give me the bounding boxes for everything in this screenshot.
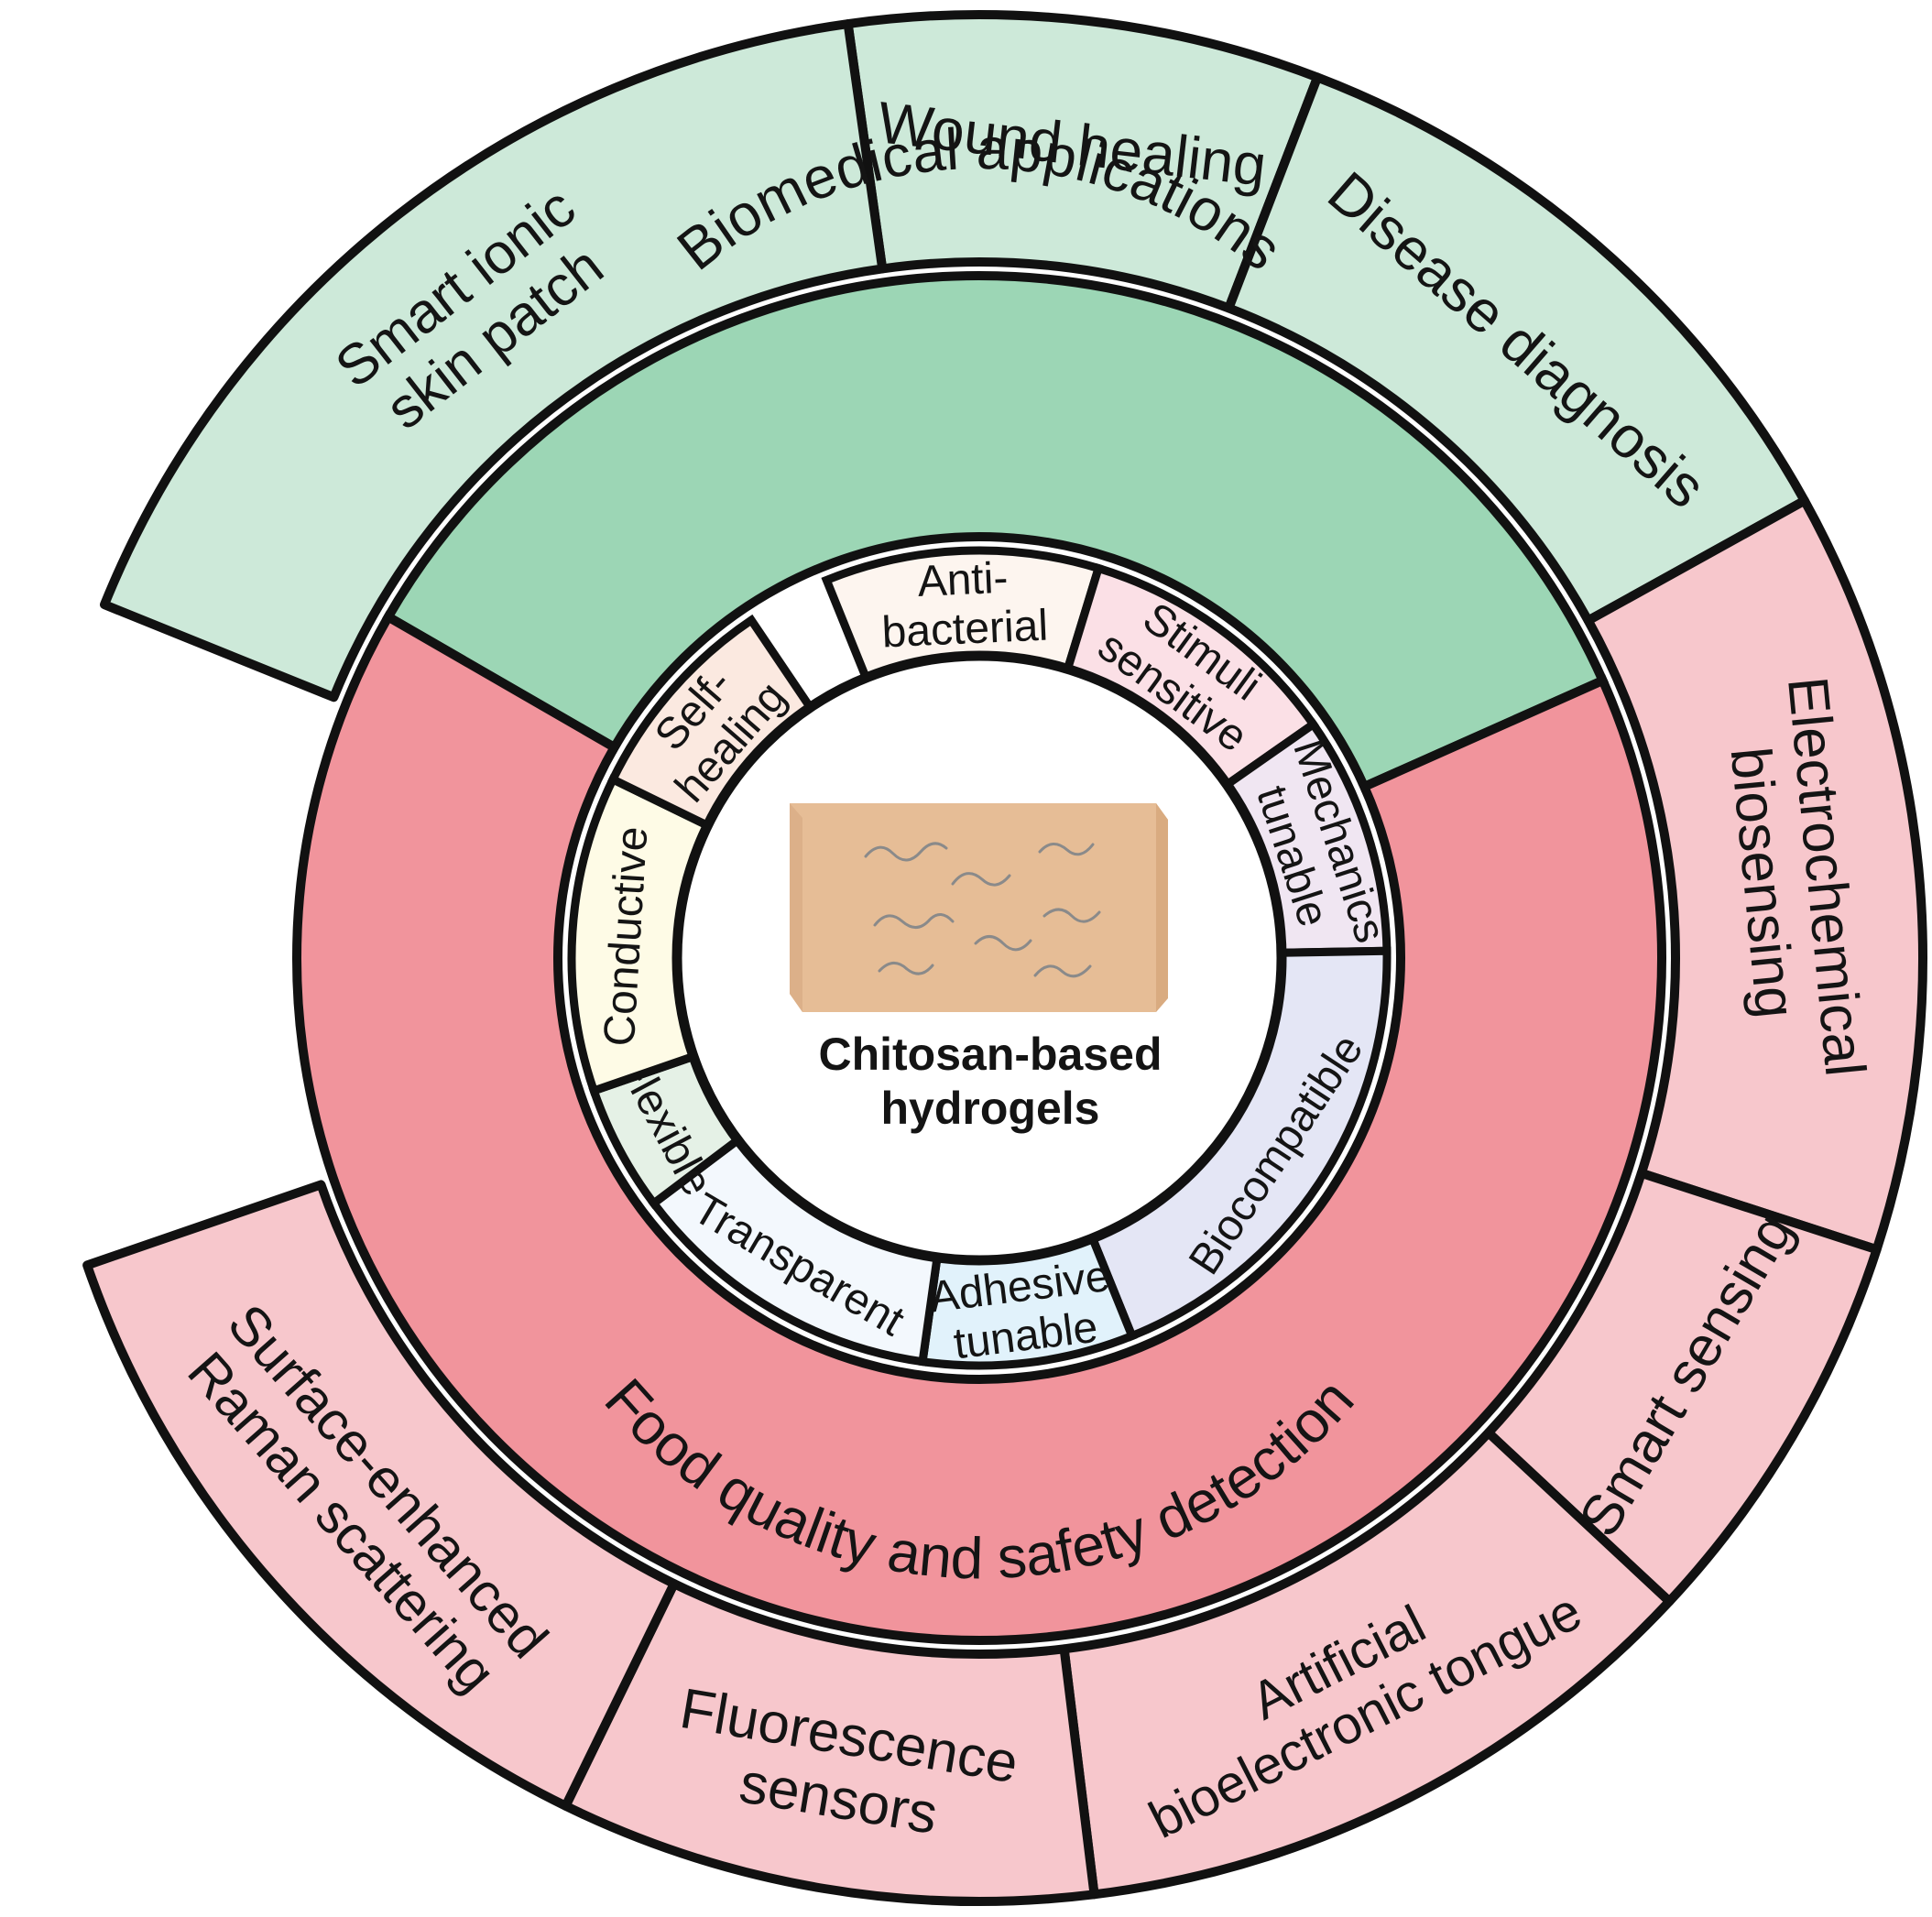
outer-segment-smart-ionic-skin-patch bbox=[100, 19, 888, 703]
middle-segment-food bbox=[292, 610, 1666, 1645]
middle-segment-biomedical bbox=[381, 271, 1610, 793]
center-title-line-2: hydrogels bbox=[881, 1083, 1100, 1134]
center-title-line-1: Chitosan-based bbox=[818, 1029, 1162, 1080]
inner-label-anti-bacterial: Anti-bacterial bbox=[879, 552, 1049, 658]
inner-label-adhesive-tunable: Adhesivetunable bbox=[927, 1252, 1119, 1371]
hydrogel-block-icon bbox=[790, 803, 1168, 1012]
outer-segment-surface-enhanced-raman bbox=[82, 1180, 679, 1811]
center-hub: Chitosan-based hydrogels bbox=[671, 650, 1287, 1266]
